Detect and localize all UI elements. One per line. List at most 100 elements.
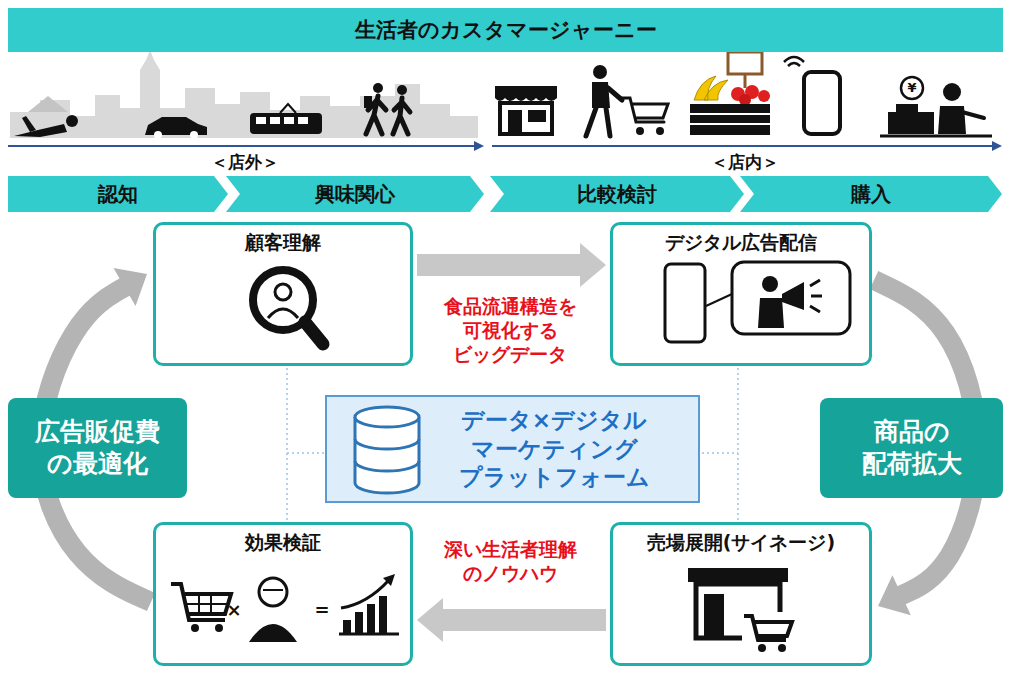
journey-axis bbox=[992, 141, 1002, 151]
store-cart-icon bbox=[688, 568, 788, 582]
store-icon bbox=[495, 86, 557, 98]
database-icon bbox=[355, 407, 419, 427]
arrow-head bbox=[417, 598, 443, 642]
arrow-shaft bbox=[417, 254, 582, 276]
produce-icon bbox=[728, 52, 762, 74]
edge-label: 食品流通構造を 可視化する ビッグデータ bbox=[444, 295, 577, 366]
ad-icon bbox=[762, 276, 778, 292]
tram-icon bbox=[298, 117, 308, 124]
effect-icon bbox=[341, 580, 389, 608]
journey-axis bbox=[492, 145, 994, 147]
magnifier-icon bbox=[253, 270, 323, 344]
operator-symbol: × bbox=[226, 599, 241, 622]
area-label: ＜店内＞ bbox=[711, 152, 779, 173]
effect-icon bbox=[191, 624, 199, 632]
stage-chevron: 購入 bbox=[740, 176, 1002, 212]
process-box: 顧客理解 bbox=[153, 222, 413, 366]
effect-icon bbox=[249, 624, 297, 642]
ad-icon bbox=[665, 264, 705, 342]
tram-icon bbox=[270, 117, 280, 124]
magnifier-icon bbox=[275, 284, 291, 300]
node-text: 売場展開(サイネージ) bbox=[647, 531, 835, 555]
walkers-icon bbox=[393, 98, 410, 134]
stage-chevron: 比較検討 bbox=[490, 176, 744, 212]
shopper-icon bbox=[586, 65, 668, 136]
walkers-icon bbox=[373, 83, 383, 93]
skyline bbox=[28, 96, 68, 112]
ad-icon bbox=[782, 282, 804, 310]
journey-axis bbox=[474, 141, 484, 151]
person-lying bbox=[66, 115, 78, 127]
store-icon bbox=[528, 110, 546, 122]
platform-box: データ×デジタル マーケティング プラットフォーム bbox=[325, 395, 700, 503]
arrow-head bbox=[878, 575, 911, 615]
shopper-icon bbox=[586, 88, 622, 136]
shopper-icon bbox=[620, 98, 668, 122]
store-cart-icon bbox=[758, 644, 766, 652]
edge-label: 深い生活者理解 のノウハウ bbox=[444, 538, 577, 586]
magnifier-icon bbox=[305, 322, 323, 344]
walkers-icon bbox=[364, 96, 372, 108]
node-text: データ×デジタル マーケティング プラットフォーム bbox=[459, 406, 650, 492]
car-icon bbox=[145, 117, 207, 135]
node-text: 顧客理解 bbox=[245, 231, 321, 255]
tram-icon bbox=[256, 117, 266, 124]
cashier-icon bbox=[888, 112, 934, 134]
outcome-box: 広告販促費 の最適化 bbox=[8, 398, 187, 498]
shopper-icon bbox=[593, 65, 607, 79]
car-icon bbox=[190, 131, 198, 139]
outcome-box: 商品の 配荷拡大 bbox=[820, 398, 1003, 498]
yen-symbol: ¥ bbox=[907, 80, 916, 96]
store-icon bbox=[500, 103, 552, 134]
walkers-icon bbox=[397, 85, 407, 95]
chevron-shape bbox=[740, 176, 1002, 212]
node-text: 効果検証 bbox=[245, 531, 321, 555]
node-text: 購入 bbox=[851, 182, 891, 207]
stage-chevron: 興味関心 bbox=[226, 176, 484, 212]
effect-icon bbox=[187, 594, 229, 614]
cashier-icon bbox=[880, 77, 992, 136]
arrow-shaft bbox=[441, 609, 606, 631]
node-text: 比較検討 bbox=[577, 182, 657, 207]
store-cart-icon bbox=[704, 594, 724, 638]
store-icon bbox=[495, 98, 557, 101]
chevron-shape bbox=[226, 176, 484, 212]
journey-axis bbox=[8, 141, 1002, 151]
effect-icon bbox=[171, 584, 231, 620]
database-icon bbox=[355, 407, 419, 493]
node-text: デジタル広告配信 bbox=[665, 231, 817, 255]
cashier-icon bbox=[880, 135, 992, 138]
effect-icon bbox=[355, 612, 363, 634]
chevron-shape bbox=[490, 176, 744, 212]
flow-arrow bbox=[417, 598, 606, 642]
phone-icon bbox=[804, 72, 840, 134]
effect-icon bbox=[383, 574, 395, 586]
shopper-icon bbox=[636, 127, 644, 135]
title-band: 生活者のカスタマージャーニー bbox=[8, 8, 1003, 52]
produce-icon bbox=[694, 76, 728, 100]
produce-icon bbox=[758, 90, 770, 102]
cashier-icon bbox=[896, 104, 918, 112]
effect-icon bbox=[171, 574, 399, 642]
produce-icon bbox=[690, 104, 770, 135]
cashier-icon bbox=[943, 83, 961, 101]
stage-chevron: 認知 bbox=[8, 176, 228, 212]
process-box: 売場展開(サイネージ) bbox=[610, 522, 872, 666]
guide-lines bbox=[287, 368, 738, 520]
ad-icon bbox=[758, 298, 784, 328]
cashier-icon bbox=[962, 112, 984, 118]
effect-icon bbox=[343, 620, 351, 634]
node-text: 興味関心 bbox=[315, 182, 395, 207]
skyline bbox=[10, 50, 478, 138]
produce-icon bbox=[690, 114, 770, 124]
chevron-shape bbox=[8, 176, 228, 212]
guide-lines bbox=[287, 368, 738, 520]
store-icon bbox=[508, 110, 522, 134]
ad-icon bbox=[732, 262, 850, 334]
arrow-head bbox=[113, 268, 147, 306]
car-icon bbox=[145, 117, 207, 139]
store-cart-icon bbox=[744, 616, 792, 640]
phone-icon bbox=[784, 57, 840, 134]
process-box: 効果検証 bbox=[153, 522, 413, 666]
flow-arrow bbox=[417, 243, 606, 287]
